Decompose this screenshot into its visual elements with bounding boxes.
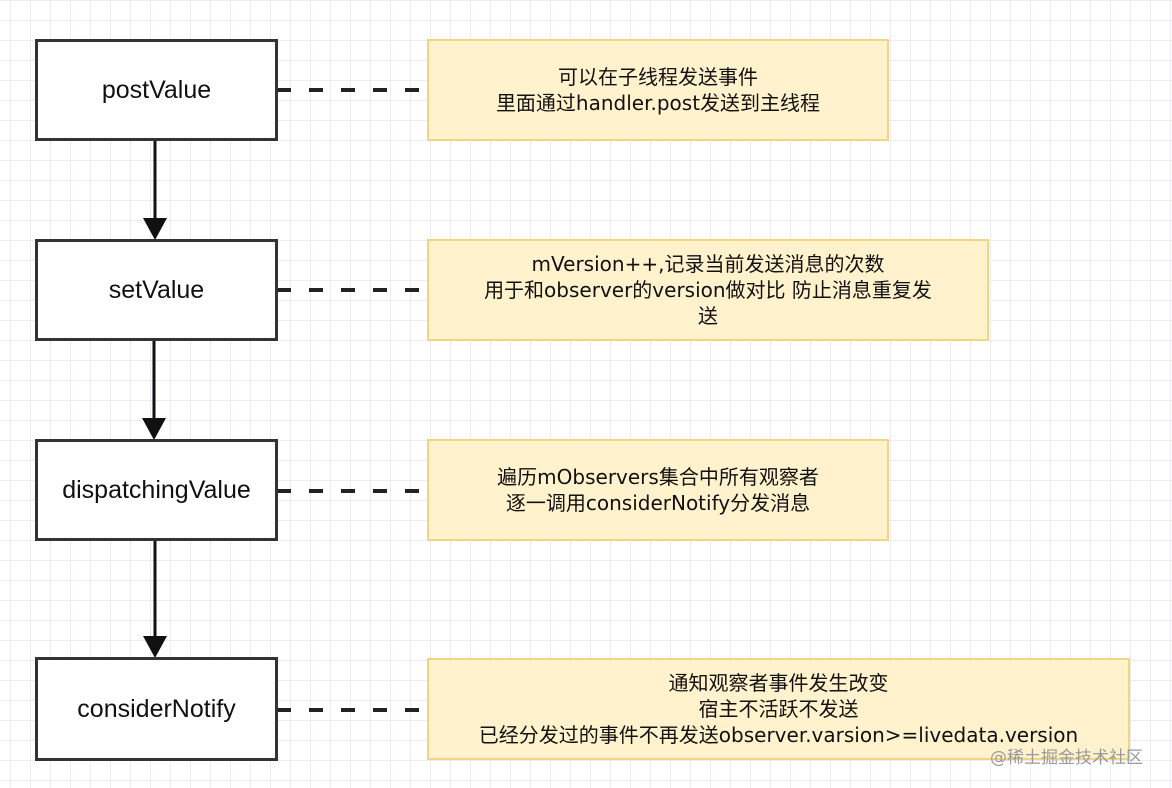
note-line: 可以在子线程发送事件: [558, 65, 758, 89]
note-line: mVersion++,记录当前发送消息的次数: [531, 252, 885, 276]
note-line: 遍历mObservers集合中所有观察者: [497, 465, 819, 489]
note-line: 逐一调用considerNotify分发消息: [505, 491, 811, 515]
note-line: 宿主不活跃不发送: [698, 697, 859, 721]
note-line: 里面通过handler.post发送到主线程: [495, 91, 821, 115]
note-line: 用于和observer的version做对比 防止消息重复发: [484, 278, 932, 302]
step-dispatching-value: dispatchingValue: [35, 439, 278, 541]
note-line: 通知观察者事件发生改变: [668, 671, 889, 695]
step-post-value: postValue: [35, 39, 278, 141]
note-line: 已经分发过的事件不再发送observer.varsion>=livedata.v…: [478, 723, 1079, 747]
note-dispatching-value: 遍历mObservers集合中所有观察者 逐一调用considerNotify分…: [427, 439, 889, 541]
flow-arrow-2: [142, 340, 166, 440]
step-consider-notify: considerNotify: [35, 657, 278, 761]
note-consider-notify: 通知观察者事件发生改变 宿主不活跃不发送 已经分发过的事件不再发送observe…: [427, 658, 1130, 760]
step-label: considerNotify: [77, 694, 236, 723]
note-set-value: mVersion++,记录当前发送消息的次数 用于和observer的versi…: [427, 239, 989, 341]
note-line: 送: [698, 304, 718, 328]
flow-arrow-3: [143, 540, 167, 658]
step-label: postValue: [101, 75, 212, 104]
step-set-value: setValue: [35, 239, 278, 341]
note-post-value: 可以在子线程发送事件 里面通过handler.post发送到主线程: [427, 39, 889, 141]
flow-arrow-1: [143, 140, 167, 240]
step-label: dispatchingValue: [62, 475, 251, 504]
watermark: @稀土掘金技术社区: [990, 748, 1143, 768]
step-label: setValue: [108, 275, 205, 304]
